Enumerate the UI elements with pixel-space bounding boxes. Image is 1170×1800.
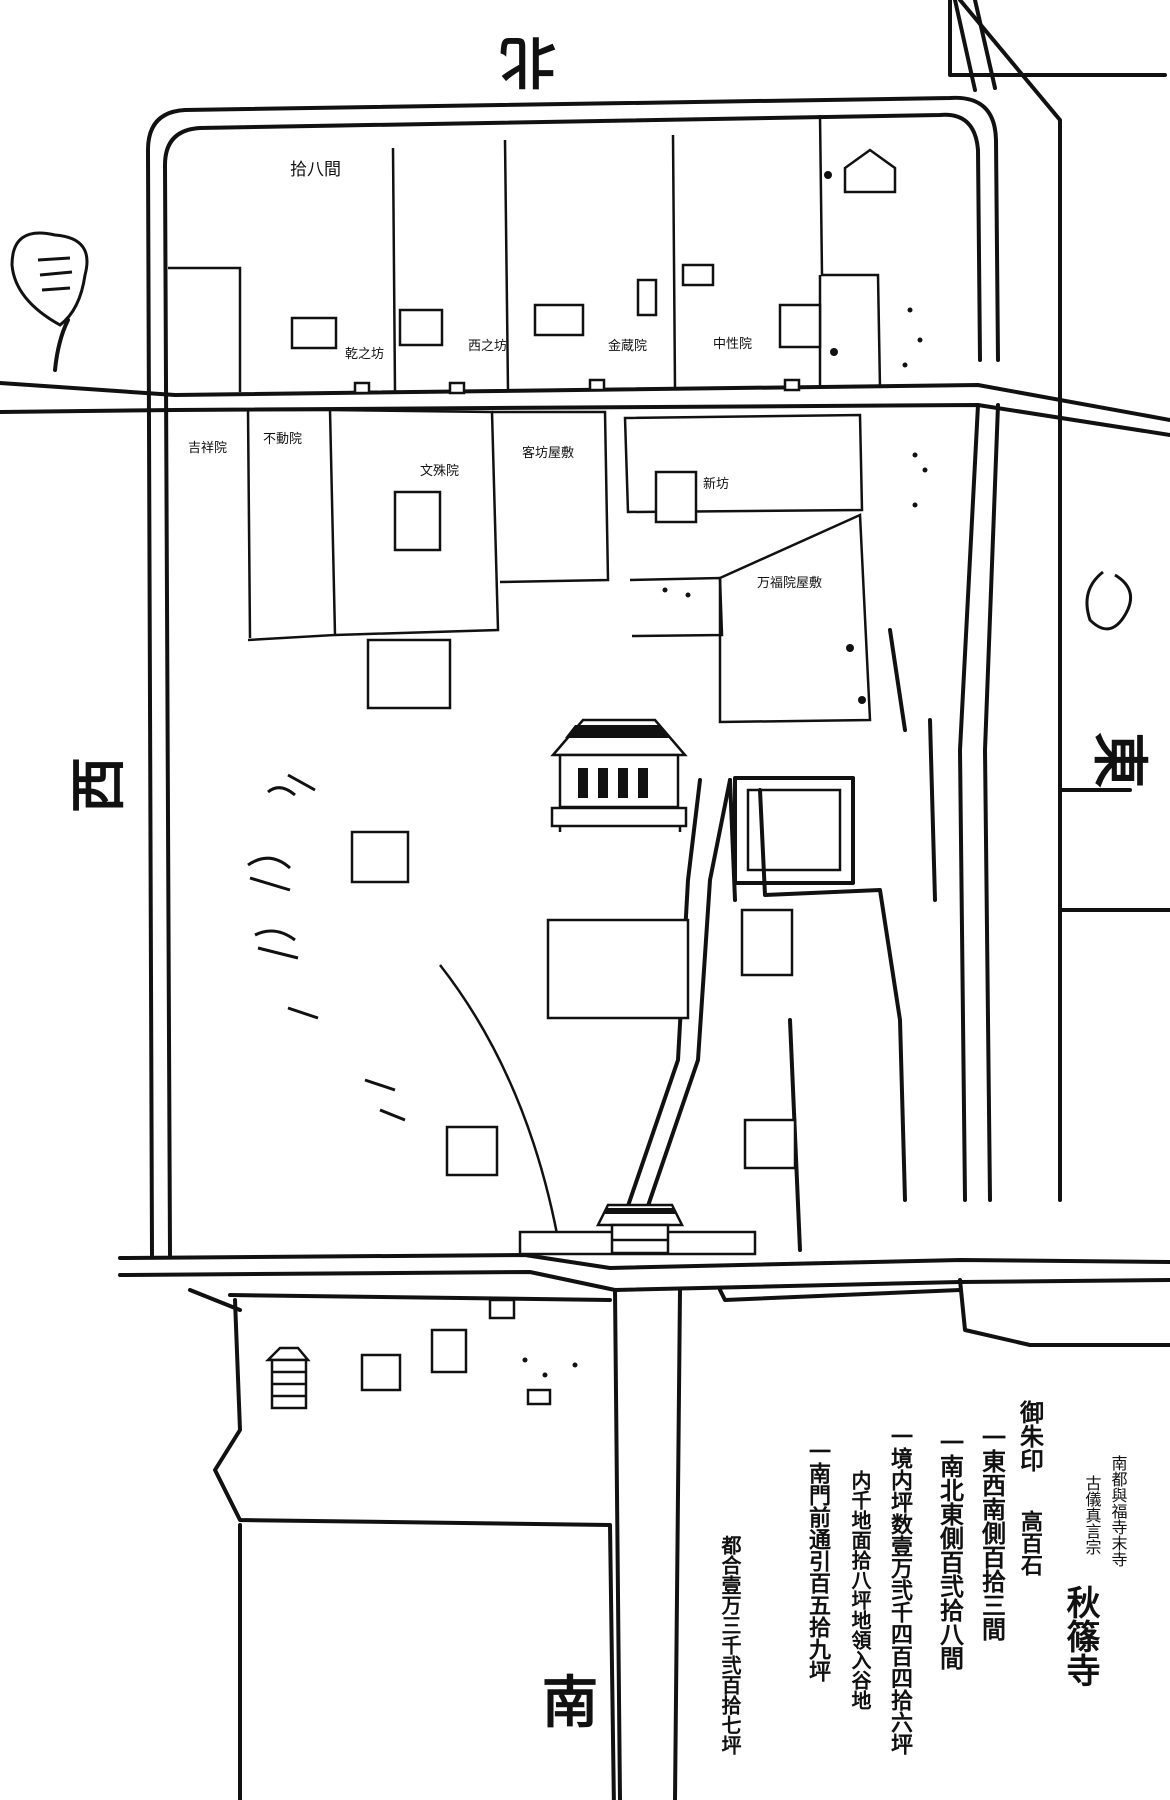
label-shinbo: 新坊 (703, 476, 729, 492)
label-manpukuin: 万福院屋敷 (757, 576, 822, 591)
legend-line-1: 南都與福寺末寺 (1109, 1455, 1128, 1567)
lower-left-buildings (264, 1298, 552, 1410)
label-chushoin: 中性院 (713, 337, 752, 352)
east-label: 東 (1086, 732, 1152, 788)
legend-line-4: 高百石 (1017, 1509, 1044, 1576)
trees (10, 231, 1133, 1122)
legend-title: 秋篠寺 (1060, 1585, 1100, 1687)
middle-blocks (172, 408, 872, 1177)
south-gate (518, 1203, 757, 1256)
label-kenshibo: 乾之坊 (345, 347, 384, 362)
legend-line-5: 一東西南側百拾三間 (978, 1425, 1007, 1642)
legend-line-6: 一南北東側百弐拾八間 (936, 1430, 965, 1671)
label-monjuin: 文殊院 (420, 464, 459, 479)
lecture-hall (550, 718, 688, 832)
svg-text:拾八間: 拾八間 (290, 160, 341, 180)
legend-line-8: 内千地面拾八坪地領入谷地 (848, 1469, 872, 1710)
legend-line-3: 御朱印 (1016, 1400, 1045, 1472)
label-kyakubo: 客坊屋敷 (522, 445, 574, 461)
legend-line-2: 古儀真言宗 (1083, 1475, 1102, 1555)
west-label: 西 (66, 757, 132, 813)
legend-line-10: 都合壹万三千弐百拾七坪 (718, 1535, 742, 1755)
label-konzoin: 金蔵院 (608, 338, 647, 354)
legend-line-9: 一南門前通引百五拾九坪 (805, 1440, 832, 1682)
north-block-row: 拾八間 (168, 114, 897, 395)
label-kichijoin: 吉祥院 (188, 441, 227, 456)
label-nishinobo: 西之坊 (468, 339, 507, 354)
legend: 南都與福寺末寺 古儀真言宗 秋篠寺 御朱印 高百石 一東西南側百拾三間 一南北東… (718, 1400, 1128, 1755)
south-label: 南 (542, 1670, 598, 1736)
legend-line-7: 一境内坪数壹万弐千四百四拾六坪 (887, 1425, 914, 1755)
north-label: 北 (500, 28, 556, 94)
marks (522, 171, 928, 1378)
label-fudoin: 不動院 (263, 432, 302, 447)
